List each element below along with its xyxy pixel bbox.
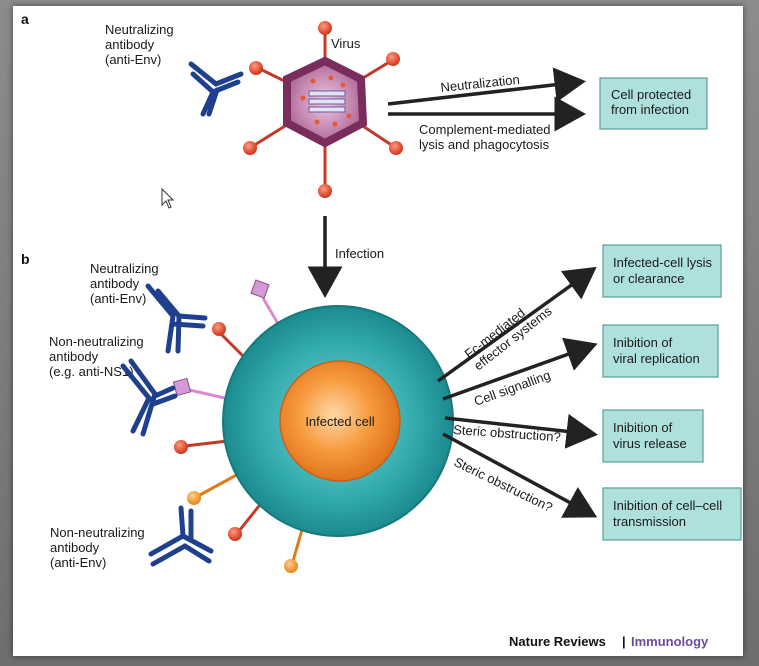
steric-arrow-2: [442, 432, 598, 518]
figure-sheet: a b Neutralizing antibody (anti-Env) Vir…: [13, 6, 743, 656]
svg-text:Immunology: Immunology: [631, 634, 709, 649]
panel-label-b: b: [21, 251, 30, 267]
virus-particle-icon: [243, 21, 403, 198]
svg-text:Complement-mediated: Complement-mediated: [419, 122, 551, 137]
fc-arrow: [436, 266, 597, 383]
svg-text:Cell protected: Cell protected: [611, 87, 691, 102]
svg-text:Non-neutralizing: Non-neutralizing: [49, 334, 144, 349]
svg-text:antibody: antibody: [50, 540, 100, 555]
antibody-icon-b2: [120, 358, 178, 437]
svg-text:Inibition of: Inibition of: [613, 420, 673, 435]
infection-label: Infection: [335, 246, 384, 261]
outcome-box-protected: Cell protected from infection: [599, 77, 708, 130]
svg-text:Nature Reviews: Nature Reviews: [509, 634, 606, 649]
antibody1-label: Neutralizing antibody (anti-Env): [90, 261, 159, 306]
svg-text:(anti-Env): (anti-Env): [90, 291, 146, 306]
complement-label: Complement-mediated lysis and phagocytos…: [419, 122, 551, 152]
outcome-box-lysis: Infected-cell lysis or clearance: [602, 244, 722, 298]
diagram-canvas: a b Neutralizing antibody (anti-Env) Vir…: [21, 11, 742, 649]
outcome-box-release: Inibition of virus release: [602, 409, 704, 463]
svg-text:lysis and phagocytosis: lysis and phagocytosis: [419, 137, 550, 152]
journal-credit: Nature Reviews | Immunology: [509, 634, 709, 649]
outcome-box-replication: Inibition of viral replication: [602, 324, 719, 378]
antibody-icon-b1: [145, 283, 208, 354]
svg-text:|: |: [622, 634, 626, 649]
svg-text:or clearance: or clearance: [613, 271, 685, 286]
svg-text:transmission: transmission: [613, 514, 686, 529]
cell-nucleus: [279, 360, 401, 482]
steric-label-1: Steric obstruction?: [453, 422, 561, 444]
svg-text:Inibition of cell–cell: Inibition of cell–cell: [613, 498, 722, 513]
virus-label: Virus: [331, 36, 361, 51]
antibody2-label: Non-neutralizing antibody (e.g. anti-NS1…: [49, 334, 144, 379]
svg-text:Non-neutralizing: Non-neutralizing: [50, 525, 145, 540]
fc-label: Fc-mediated effector systems: [462, 303, 555, 373]
steric-arrow-1: [444, 413, 598, 449]
svg-text:virus release: virus release: [613, 436, 687, 451]
neutralization-arrow: [387, 67, 586, 106]
antibody-icon: [188, 61, 244, 117]
svg-text:antibody: antibody: [90, 276, 140, 291]
svg-text:Inibition of: Inibition of: [613, 335, 673, 350]
svg-text:antibody: antibody: [49, 349, 99, 364]
antibody-label-a: Neutralizing antibody (anti-Env): [105, 22, 174, 67]
svg-text:Neutralizing: Neutralizing: [105, 22, 174, 37]
svg-text:from infection: from infection: [611, 102, 689, 117]
panel-label-a: a: [21, 11, 29, 27]
svg-text:viral replication: viral replication: [613, 351, 700, 366]
antibody-icon-b3: [148, 505, 214, 567]
svg-text:antibody: antibody: [105, 37, 155, 52]
svg-text:Infected-cell lysis: Infected-cell lysis: [613, 255, 712, 270]
svg-text:(anti-Env): (anti-Env): [50, 555, 106, 570]
infected-cell-label: Infected cell: [305, 414, 374, 429]
signalling-arrow: [442, 337, 598, 401]
cursor-arrow-icon: [161, 187, 175, 209]
outcome-box-transmission: Inibition of cell–cell transmission: [602, 487, 742, 541]
svg-text:Neutralizing: Neutralizing: [90, 261, 159, 276]
svg-text:(e.g. anti-NS1): (e.g. anti-NS1): [49, 364, 134, 379]
antibody3-label: Non-neutralizing antibody (anti-Env): [50, 525, 145, 570]
svg-text:(anti-Env): (anti-Env): [105, 52, 161, 67]
